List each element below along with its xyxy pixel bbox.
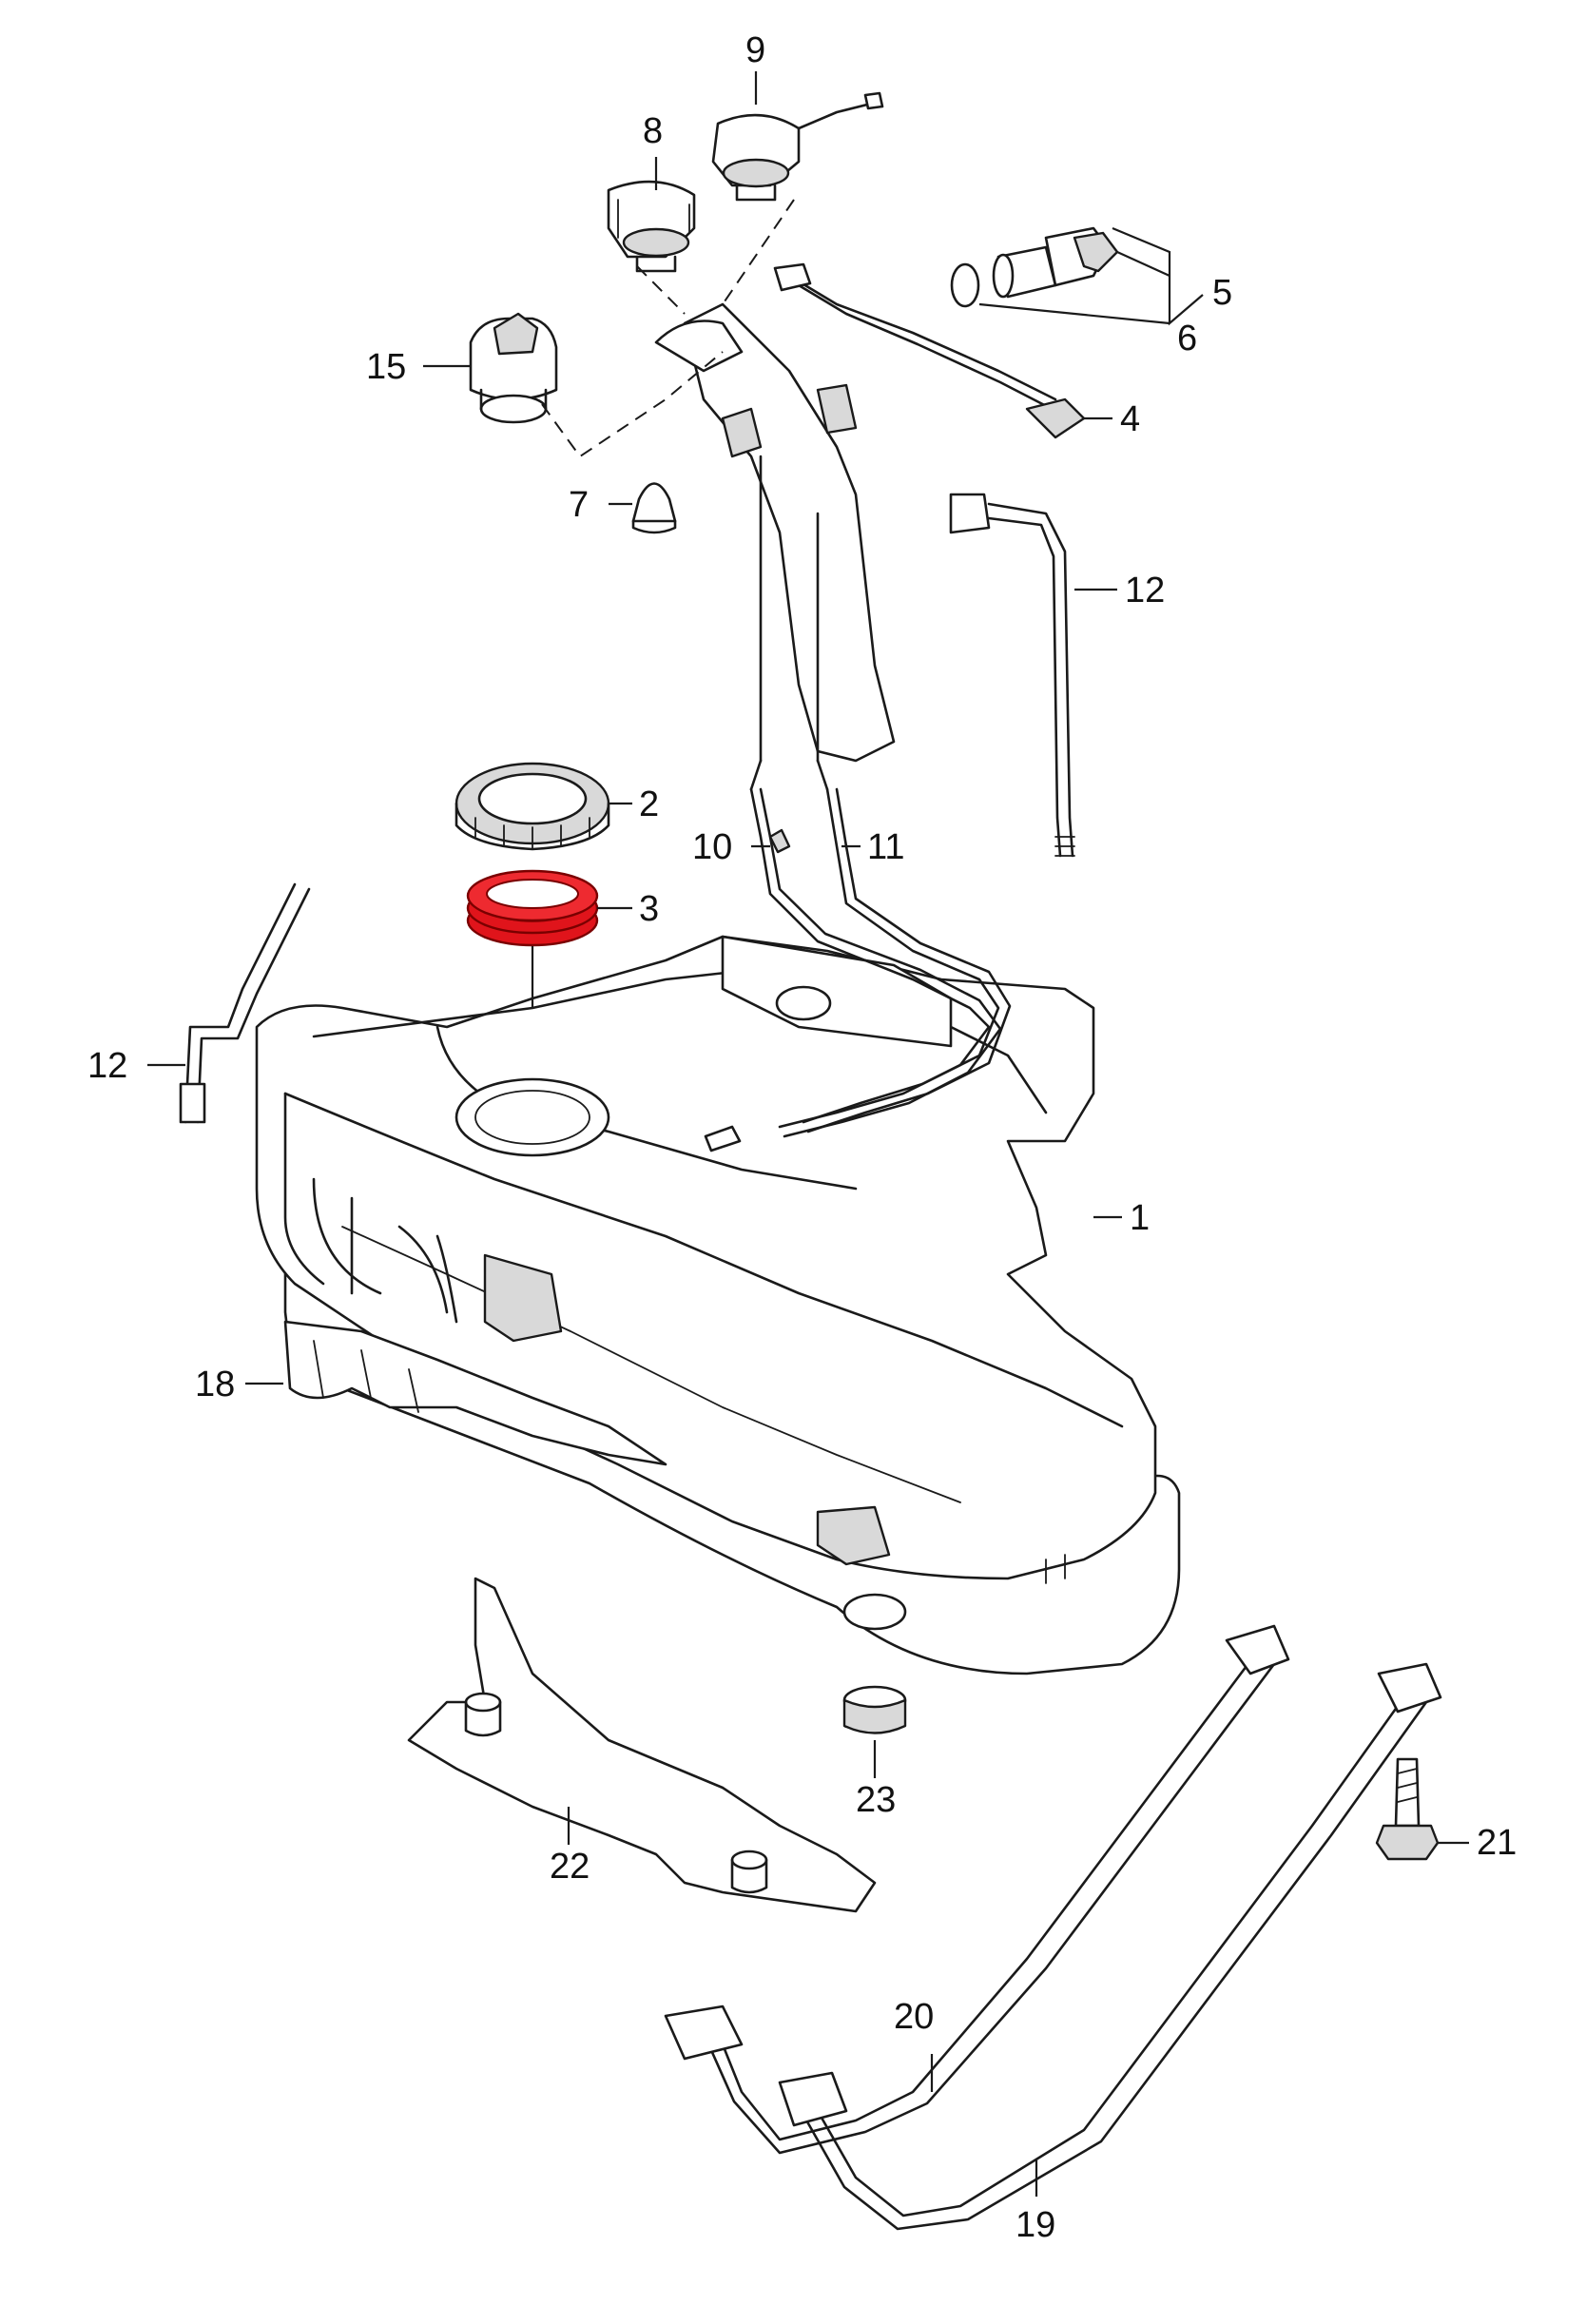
- part-15-breather-valve[interactable]: [469, 312, 558, 424]
- part-19-tensioning-strap[interactable]: [778, 1662, 1442, 2231]
- part-2-locking-ring[interactable]: [455, 762, 610, 851]
- part-12-breather-pipe-left[interactable]: [179, 882, 311, 1124]
- part-8-valve[interactable]: [607, 180, 696, 273]
- callout-11: 11: [867, 827, 904, 867]
- callout-19: 19: [1015, 2205, 1055, 2245]
- part-1-fuel-tank[interactable]: [255, 935, 1181, 1675]
- callout-22: 22: [550, 1847, 590, 1887]
- leader-lines: [147, 71, 1469, 2197]
- callout-20: 20: [894, 1997, 934, 2037]
- part-23-rubber-buffer[interactable]: [842, 1685, 907, 1734]
- callout-12a: 12: [1125, 571, 1165, 610]
- part-21-bolt[interactable]: [1375, 1757, 1440, 1861]
- callout-12b: 12: [87, 1046, 127, 1086]
- callout-1: 1: [1130, 1198, 1150, 1238]
- part-3-seal-highlighted[interactable]: [466, 869, 599, 947]
- callout-9: 9: [745, 30, 765, 70]
- callout-15: 15: [366, 347, 406, 387]
- callout-18: 18: [195, 1365, 235, 1404]
- callout-21: 21: [1477, 1823, 1517, 1863]
- part-12-breather-pipe-right[interactable]: [949, 493, 1075, 858]
- callout-8: 8: [643, 111, 663, 151]
- part-6-o-ring[interactable]: [950, 262, 980, 308]
- filler-neck-assembly[interactable]: [654, 302, 896, 791]
- part-22-support-bracket[interactable]: [407, 1577, 877, 1913]
- callout-6: 6: [1177, 319, 1197, 358]
- callout-10: 10: [692, 827, 732, 867]
- callout-labels: 1 2 3 4 5 6 7 8 9 10 11 12 12 15 18 19 2…: [87, 30, 1517, 2245]
- callout-5: 5: [1212, 273, 1232, 313]
- part-5-connector[interactable]: [992, 226, 1119, 299]
- callout-4: 4: [1120, 399, 1140, 439]
- part-10-fuel-line[interactable]: [749, 787, 1002, 1138]
- part-11-fuel-line[interactable]: [704, 787, 1012, 1152]
- callout-2: 2: [639, 784, 659, 824]
- part-18-heat-shield[interactable]: [283, 1320, 667, 1466]
- callout-23: 23: [856, 1780, 896, 1820]
- part-7-rubber-grommet[interactable]: [631, 482, 677, 534]
- callout-3: 3: [639, 889, 659, 929]
- callout-7: 7: [569, 485, 589, 525]
- part-20-tensioning-strap[interactable]: [664, 1624, 1290, 2155]
- part-9-valve-with-lead[interactable]: [711, 91, 884, 202]
